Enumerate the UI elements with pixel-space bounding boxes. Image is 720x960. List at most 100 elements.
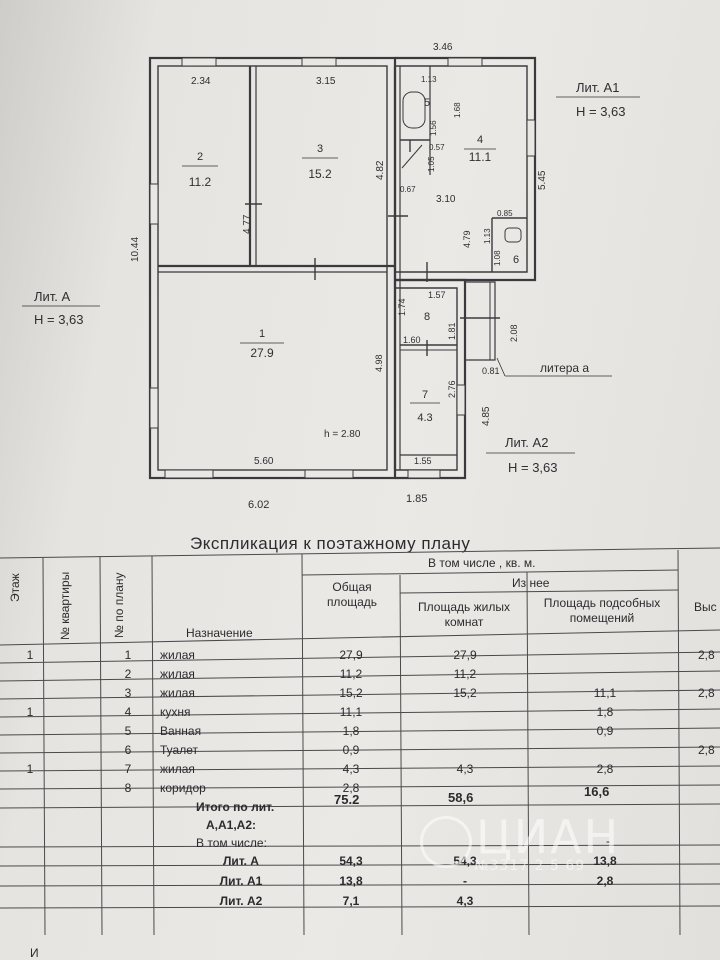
footer-fragment: И xyxy=(30,946,39,960)
row-1-floor: 1 xyxy=(26,648,34,662)
row-3-h: 2,8 xyxy=(698,686,715,700)
room-3-area: 15.2 xyxy=(308,167,332,181)
row-5-aux: 0,9 xyxy=(596,724,614,738)
dim-057: 0.57 xyxy=(429,143,445,152)
row-1-total: 27,9 xyxy=(339,648,363,662)
room-7-area: 4.3 xyxy=(417,412,432,424)
watermark-code: №3317 2 5 69 xyxy=(474,858,586,874)
dim-085: 0.85 xyxy=(497,209,513,218)
row-1-name: жилая xyxy=(160,648,195,662)
subrow-2-name: Лит. А2 xyxy=(219,894,263,908)
dim-108: 1.08 xyxy=(493,250,502,266)
row-5-total: 1,8 xyxy=(342,724,360,738)
row-3-total: 15,2 xyxy=(339,686,363,700)
subrow-1-aux: 2,8 xyxy=(596,874,614,888)
dim-155: 1.55 xyxy=(414,456,432,466)
dim-113b: 1.13 xyxy=(483,228,492,244)
row-8-num: 8 xyxy=(124,781,132,795)
cian-logo-icon xyxy=(420,816,472,868)
dim-bottom-185: 1.85 xyxy=(406,493,427,505)
dim-105: 1.05 xyxy=(427,156,436,172)
row-4-floor: 1 xyxy=(26,705,34,719)
row-5-num: 5 xyxy=(124,724,132,738)
room-4-area: 11.1 xyxy=(469,150,492,164)
row-3-name: жилая xyxy=(160,686,195,700)
total-label-1: Итого по лит. xyxy=(196,800,275,814)
dim-room2-right: 4.77 xyxy=(242,214,253,234)
dim-bottom-602: 6.02 xyxy=(248,499,269,511)
lit-a2-height: H = 3,63 xyxy=(508,460,558,475)
dim-479: 4.79 xyxy=(462,230,472,248)
row-7-aux: 2,8 xyxy=(596,762,614,776)
header-total: Общая площадь xyxy=(326,580,378,609)
row-4-total: 11,1 xyxy=(339,705,363,719)
header-of-which: Из нее xyxy=(512,576,550,590)
incl-dash: - xyxy=(606,834,610,848)
room-2-area: 11.2 xyxy=(189,175,212,189)
dim-310: 3.10 xyxy=(436,194,456,205)
subrow-0-total: 54,3 xyxy=(339,854,363,868)
lit-a-name: Лит. А xyxy=(34,289,71,304)
watermark-brand: ЦИАН xyxy=(476,810,621,864)
row-7-name: жилая xyxy=(160,762,195,776)
lit-a1-name: Лит. А1 xyxy=(576,80,619,95)
dim-181: 1.81 xyxy=(447,322,457,340)
total-aux: 16,6 xyxy=(584,784,610,799)
dim-160: 1.60 xyxy=(403,335,421,345)
room-6-number: 6 xyxy=(513,254,519,266)
dim-113: 1.13 xyxy=(421,75,437,84)
room-1-height: h = 2.80 xyxy=(324,429,361,440)
header-height: Выс xyxy=(694,600,717,614)
row-6-num: 6 xyxy=(124,743,132,757)
dim-174: 1.74 xyxy=(397,298,407,316)
row-2-name: жилая xyxy=(160,667,195,681)
room-1-number: 1 xyxy=(259,328,265,340)
row-3-living: 15,2 xyxy=(453,686,477,700)
room-8-number: 8 xyxy=(424,311,430,323)
dim-560: 5.60 xyxy=(254,456,274,467)
room-2-number: 2 xyxy=(197,151,203,163)
row-1-num: 1 xyxy=(124,648,132,662)
header-floor: Этаж xyxy=(8,573,22,602)
lit-a-walls xyxy=(148,56,397,480)
dim-156: 1.56 xyxy=(429,120,438,136)
row-4-num: 4 xyxy=(124,705,132,719)
dim-room2-top: 2.34 xyxy=(191,76,211,87)
header-living: Площадь жилых комнат xyxy=(418,600,510,629)
header-incl: В том числе , кв. м. xyxy=(428,556,536,570)
lit-a1-height: H = 3,63 xyxy=(576,104,626,119)
row-4-aux: 1,8 xyxy=(596,705,614,719)
dim-left-total: 10.44 xyxy=(130,237,141,262)
subrow-1-total: 13,8 xyxy=(339,874,363,888)
row-2-total: 11,2 xyxy=(339,667,363,681)
subrow-0-name: Лит. А xyxy=(223,854,259,868)
room-1-area: 27.9 xyxy=(250,346,274,360)
row-7-floor: 1 xyxy=(26,762,34,776)
subrow-2-living: 4,3 xyxy=(456,894,474,908)
total-living: 58,6 xyxy=(448,790,474,805)
row-6-name: Туалет xyxy=(160,743,198,757)
dim-right-545: 5.45 xyxy=(537,170,548,190)
dim-081: 0.81 xyxy=(482,366,500,376)
dim-208: 2.08 xyxy=(509,324,519,342)
lit-a-height: H = 3,63 xyxy=(34,312,84,327)
header-plan-no: № по плану xyxy=(112,572,126,638)
litera-a-label: литера а xyxy=(540,361,589,375)
row-4-name: кухня xyxy=(160,705,191,719)
room-4-number: 4 xyxy=(477,134,483,146)
room-5-number: 5 xyxy=(424,97,430,109)
dim-room3-right: 4.82 xyxy=(375,160,386,180)
row-7-living: 4,3 xyxy=(456,762,474,776)
header-purpose: Назначение xyxy=(186,626,253,640)
room-7-number: 7 xyxy=(422,389,428,401)
row-2-living: 11,2 xyxy=(453,667,477,681)
total-label-2: А,А1,А2: xyxy=(206,818,257,832)
row-3-num: 3 xyxy=(124,686,132,700)
dim-168: 1.68 xyxy=(453,102,462,118)
row-1-h: 2,8 xyxy=(698,648,715,662)
subrow-1-name: Лит. А1 xyxy=(219,874,263,888)
row-7-total: 4,3 xyxy=(342,762,360,776)
incl-label: В том числе: xyxy=(196,836,267,850)
